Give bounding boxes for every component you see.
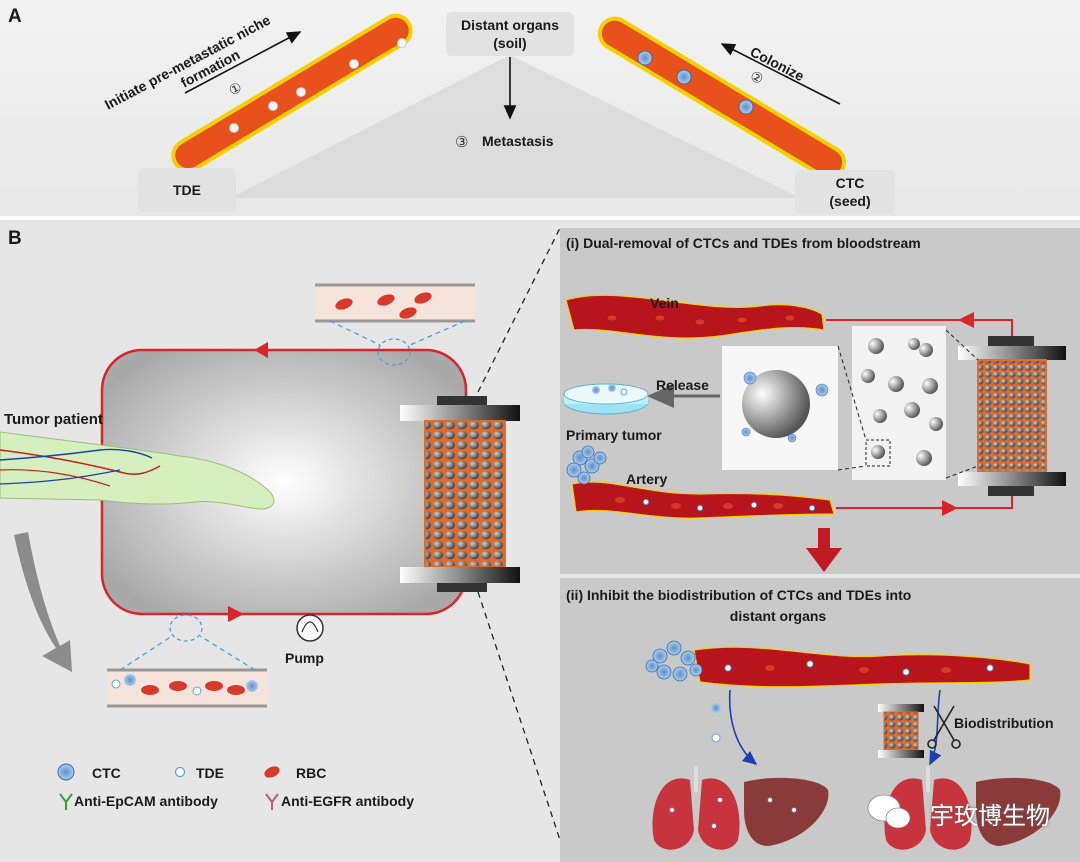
colonize-arrow [720, 43, 841, 105]
scissors-icon [927, 705, 961, 749]
legend-ctc-label: CTC [92, 765, 121, 781]
blocked-dissemination-arrow [929, 689, 942, 766]
legend-tde-label: TDE [196, 765, 224, 781]
artery-rbcs [615, 497, 783, 509]
artery-tdes [643, 499, 815, 511]
biodistribution-label: Biodistribution [954, 715, 1054, 731]
bead-zoom-connector-bottom [945, 465, 979, 479]
release-label: Release [656, 377, 709, 393]
pump-icon-rotor [301, 621, 319, 633]
vessel-zoom-top [315, 283, 475, 366]
legend-rbc-label: RBC [296, 765, 326, 781]
legend-epcam-label: Anti-EpCAM antibody [74, 793, 218, 809]
filter-column-zoom [958, 336, 1066, 496]
section-transition-arrow [806, 528, 842, 572]
tde-box [138, 168, 236, 212]
section-i-arrow-right [942, 500, 958, 516]
tde-particles [229, 38, 407, 133]
primary-tumor-cluster [566, 445, 607, 485]
pump-label: Pump [285, 650, 324, 666]
distant-organs-label: Distant organs [461, 17, 559, 33]
distant-organs-box [446, 12, 574, 56]
vein-label: Vein [650, 295, 679, 311]
bead-detail-sphere [742, 370, 810, 438]
lungs-metastasis-dots [669, 797, 723, 829]
soil-label: (soil) [493, 35, 526, 51]
legend-tde-icon [174, 766, 186, 778]
dissemination-arrow [728, 689, 758, 766]
ctc-cells-in-vessel [637, 50, 754, 115]
lungs-icon-left [652, 766, 740, 850]
legend: CTC TDE RBC Anti-EpCAM antibody Anti-EGF… [57, 763, 414, 810]
panel-b-letter: B [8, 228, 22, 249]
step-3-marker: ③ [455, 134, 468, 151]
liver-icon-right [976, 777, 1061, 846]
bead-detail-captured-cells [741, 371, 829, 443]
metastasis-label: Metastasis [482, 133, 554, 149]
bead-detail-connector-top [837, 345, 867, 441]
bead-zoom-highlight [865, 439, 891, 467]
section-ii-title-line1: (ii) Inhibit the biodistribution of CTCs… [566, 587, 911, 603]
vein-rbcs [606, 314, 796, 326]
ctc-box [795, 170, 895, 214]
patient-arm [0, 431, 275, 510]
legend-ctc-icon [57, 763, 75, 781]
tde-box-label: TDE [173, 182, 201, 198]
bead-zoom-connector-top [945, 329, 979, 361]
circuit-flow-arrow-top [254, 342, 268, 358]
vessel-zoom-bottom [107, 614, 267, 708]
filter-column [400, 396, 520, 592]
pump-icon [296, 614, 324, 642]
bead-detail-connector-bottom [837, 465, 867, 471]
bead-zoom-spheres [861, 338, 943, 466]
mini-filter-column [878, 704, 924, 758]
zoom-connector-top [477, 227, 561, 393]
wechat-icon [867, 794, 911, 829]
section-ii-tumor-cluster [645, 640, 703, 682]
ctc-vessel [597, 16, 847, 180]
artery-vessel [571, 481, 835, 519]
liver-icon-left [744, 777, 829, 846]
legend-egfr-antibody-icon [265, 793, 279, 810]
disseminating-cells [711, 703, 721, 743]
seed-label: (seed) [829, 193, 870, 209]
section-ii-vessel [693, 646, 1031, 688]
panel-a-letter: A [8, 6, 22, 27]
watermark-text: 宇玫博生物 [930, 802, 1050, 830]
section-ii-title-line2: distant organs [730, 608, 827, 624]
section-i-title: (i) Dual-removal of CTCs and TDEs from b… [566, 235, 921, 251]
initiate-arrow [184, 31, 302, 94]
legend-egfr-label: Anti-EGFR antibody [281, 793, 414, 809]
primary-tumor-label: Primary tumor [566, 427, 662, 443]
liver-metastasis-dots [767, 797, 797, 813]
artery-label: Artery [626, 471, 667, 487]
section-ii-vessel-cells [724, 660, 994, 676]
panel-a-triangle-shade [230, 55, 800, 198]
legend-rbc-icon [264, 766, 280, 778]
section-i-arrow-left [958, 312, 974, 328]
circuit-flow-arrow-bottom [228, 606, 244, 622]
ctc-box-label: CTC [836, 175, 865, 191]
vein-vessel [565, 294, 825, 339]
big-grey-arrow [14, 532, 72, 672]
legend-epcam-antibody-icon [59, 793, 73, 810]
petri-dish-icon [563, 383, 649, 415]
tumor-patient-label: Tumor patient [4, 411, 103, 428]
